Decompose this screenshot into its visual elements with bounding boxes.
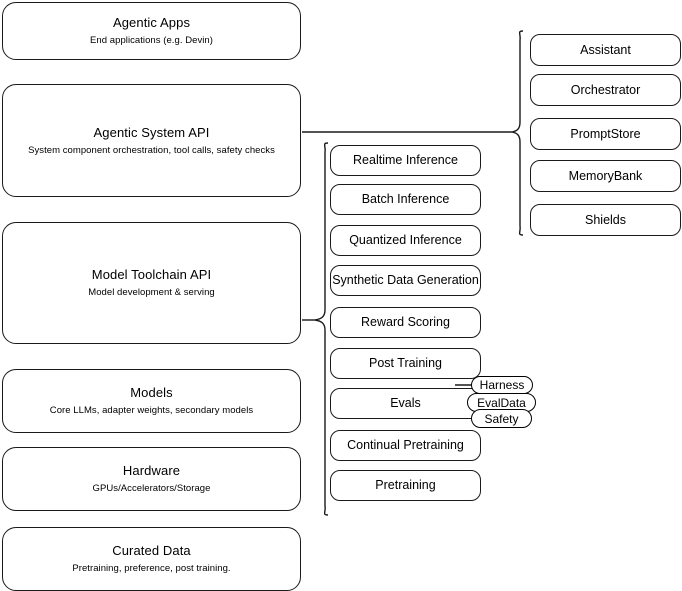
layer-title: Models <box>130 385 173 400</box>
toolchain-item-batch-inference[interactable]: Batch Inference <box>330 184 481 215</box>
layer-models[interactable]: Models Core LLMs, adapter weights, secon… <box>2 369 301 433</box>
layer-title: Curated Data <box>112 543 191 558</box>
layer-agentic-apps[interactable]: Agentic Apps End applications (e.g. Devi… <box>2 2 301 60</box>
bracket-toolchain-components <box>314 142 329 516</box>
toolchain-item-quantized-inference[interactable]: Quantized Inference <box>330 225 481 256</box>
layer-subtitle: System component orchestration, tool cal… <box>28 144 275 156</box>
toolchain-item-continual-pretraining[interactable]: Continual Pretraining <box>330 430 481 461</box>
bracket-system-components <box>511 30 524 236</box>
evals-badge-harness[interactable]: Harness <box>471 376 533 394</box>
toolchain-item-synthetic-data-generation[interactable]: Synthetic Data Generation <box>330 265 481 296</box>
system-item-orchestrator[interactable]: Orchestrator <box>530 74 681 106</box>
system-item-memorybank[interactable]: MemoryBank <box>530 160 681 192</box>
system-item-assistant[interactable]: Assistant <box>530 34 681 66</box>
layer-model-toolchain-api[interactable]: Model Toolchain API Model development & … <box>2 222 301 344</box>
layer-agentic-system-api[interactable]: Agentic System API System component orch… <box>2 84 301 197</box>
toolchain-item-realtime-inference[interactable]: Realtime Inference <box>330 145 481 176</box>
layer-title: Model Toolchain API <box>91 267 212 282</box>
layer-title: Hardware <box>122 463 181 478</box>
toolchain-item-reward-scoring[interactable]: Reward Scoring <box>330 307 481 338</box>
system-item-shields[interactable]: Shields <box>530 204 681 236</box>
layer-subtitle: Pretraining, preference, post training. <box>72 563 231 574</box>
toolchain-item-pretraining[interactable]: Pretraining <box>330 470 481 501</box>
layer-title: Agentic System API <box>93 124 210 140</box>
layer-subtitle: End applications (e.g. Devin) <box>90 35 213 46</box>
layer-hardware[interactable]: Hardware GPUs/Accelerators/Storage <box>2 447 301 511</box>
layer-title: Agentic Apps <box>112 15 191 30</box>
toolchain-item-evals[interactable]: Evals <box>330 388 481 419</box>
toolchain-item-post-training[interactable]: Post Training <box>330 348 481 379</box>
layer-subtitle: GPUs/Accelerators/Storage <box>92 483 211 494</box>
layer-curated-data[interactable]: Curated Data Pretraining, preference, po… <box>2 527 301 591</box>
system-item-promptstore[interactable]: PromptStore <box>530 118 681 150</box>
layer-subtitle: Core LLMs, adapter weights, secondary mo… <box>49 405 254 416</box>
evals-badge-safety[interactable]: Safety <box>471 409 532 428</box>
layer-subtitle: Model development & serving <box>88 287 215 298</box>
